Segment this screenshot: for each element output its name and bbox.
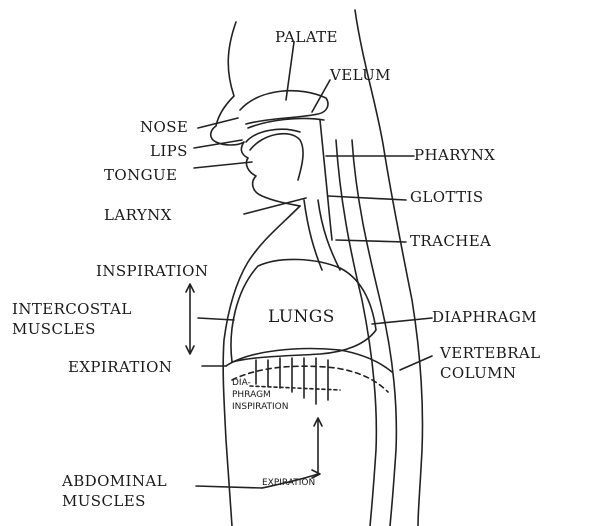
label-glottis: GLOTTIS (410, 188, 484, 206)
label-dia-3: INSPIRATION (232, 402, 289, 412)
label-inspiration: INSPIRATION (96, 262, 208, 280)
tongue-outline (250, 134, 303, 180)
back-outline (355, 10, 423, 526)
label-vertebral-1: VERTEBRAL (440, 344, 540, 362)
label-abdominal-1: ABDOMINAL (62, 472, 167, 490)
label-diaphragm: DIAPHRAGM (432, 308, 537, 326)
label-dia-1: DIA- (232, 378, 251, 388)
label-velum: VELUM (330, 66, 391, 84)
label-pharynx: PHARYNX (414, 146, 495, 164)
label-lips: LIPS (150, 142, 188, 160)
label-expiration-arrow: EXPIRATION (262, 478, 315, 488)
palate-line (248, 118, 324, 128)
label-larynx: LARYNX (104, 206, 172, 224)
label-vertebral-2: COLUMN (440, 364, 516, 382)
diaphragm-dome (226, 349, 392, 372)
label-nose: NOSE (140, 118, 188, 136)
label-expiration: EXPIRATION (68, 358, 172, 376)
head-outline (211, 22, 300, 206)
label-tongue: TONGUE (104, 166, 177, 184)
label-trachea: TRACHEA (410, 232, 491, 250)
label-palate: PALATE (275, 28, 338, 46)
label-intercostal-1: INTERCOSTAL (12, 300, 132, 318)
label-lungs: LUNGS (268, 308, 335, 326)
label-dia-2: PHRAGM (232, 390, 271, 400)
label-abdominal-2: MUSCLES (62, 492, 146, 510)
label-intercostal-2: MUSCLES (12, 320, 96, 338)
